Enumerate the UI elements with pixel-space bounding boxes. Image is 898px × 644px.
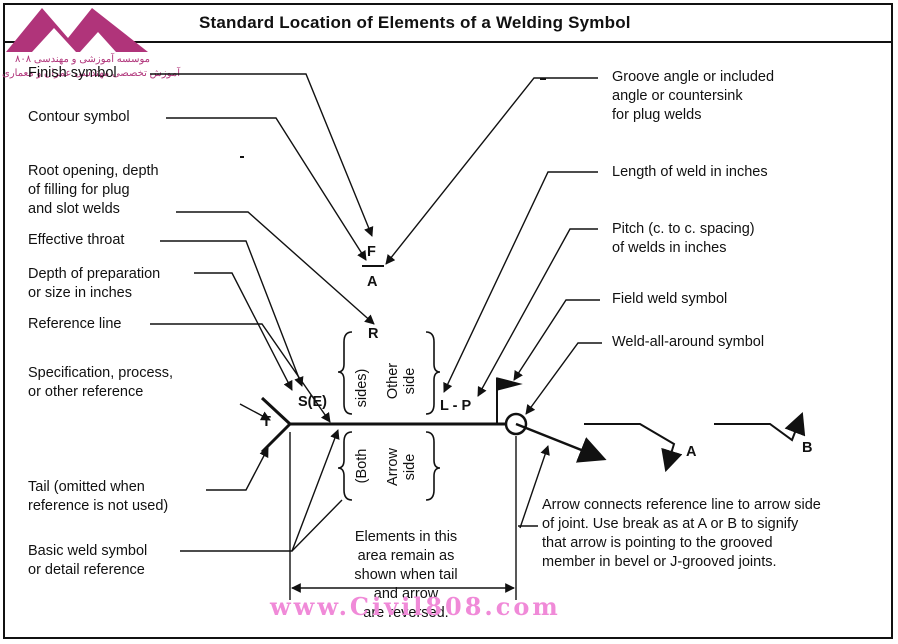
label-basic-weld-symbol: Basic weld symbol or detail reference	[28, 543, 148, 578]
title-bar: Standard Location of Elements of a Weldi…	[3, 3, 893, 43]
leader-field	[513, 299, 600, 381]
symbol-SE: S(E)	[298, 394, 327, 410]
label-contour-symbol: Contour symbol	[28, 109, 130, 125]
rotated-other-side: Other side	[385, 362, 418, 400]
symbol-A-top: A	[367, 274, 378, 290]
center-note: Elements in this area remain as shown wh…	[354, 529, 458, 621]
logo: موسسه آموزشی و مهندسی ۸۰۸ آموزش تخصصی مه…	[2, 2, 180, 92]
leader-length	[443, 171, 598, 393]
leader-pitch	[477, 228, 598, 397]
leader-specification	[239, 403, 271, 421]
arrow-line	[515, 422, 607, 463]
logo-line-1: موسسه آموزشی و مهندسی ۸۰۸	[14, 54, 150, 65]
label-length-of-weld: Length of weld in inches	[612, 164, 768, 180]
brace-top-left	[337, 331, 353, 415]
leader-depth	[194, 272, 293, 391]
speck-1	[240, 156, 244, 158]
symbol-F: F	[367, 244, 376, 260]
leader-tail	[206, 447, 269, 491]
symbol-break-A: A	[686, 444, 697, 460]
diagram-frame	[3, 3, 893, 639]
leader-all-around	[525, 342, 602, 415]
leader-contour	[166, 117, 367, 261]
weld-all-around-circle	[504, 412, 528, 436]
rotated-arrow-side: Arrow side	[385, 448, 418, 486]
label-weld-all-around: Weld-all-around symbol	[612, 334, 765, 350]
brace-bottom-left	[337, 431, 353, 501]
label-specification: Specification, process, or other referen…	[28, 365, 174, 400]
label-finish-symbol: Finish symbol	[28, 65, 117, 81]
leader-arrow-note-up	[519, 445, 550, 529]
leader-throat	[160, 240, 304, 387]
logo-line-2: آموزش تخصصی مهندسی عمران و معماری	[2, 68, 180, 79]
label-tail: Tail (omitted when reference is not used…	[28, 479, 169, 514]
leader-basic-b	[291, 499, 343, 552]
symbol-break-B: B	[802, 440, 813, 456]
logo-icon	[6, 8, 148, 52]
watermark: www.Civil808.com	[270, 592, 561, 621]
label-effective-throat: Effective throat	[28, 232, 125, 248]
speck-2	[540, 78, 546, 80]
label-root-opening: Root opening, depth of filling for plug …	[28, 163, 159, 217]
label-field-weld-symbol: Field weld symbol	[612, 291, 728, 307]
arrow-note: Arrow connects reference line to arrow s…	[542, 497, 821, 570]
label-groove-angle: Groove angle or included angle or counte…	[612, 69, 775, 123]
break-a-line	[584, 423, 683, 473]
label-pitch: Pitch (c. to c. spacing) of welds in inc…	[612, 221, 755, 256]
symbol-R: R	[368, 326, 379, 342]
tail-upper	[260, 396, 292, 426]
leader-groove	[385, 77, 598, 265]
rotated-sides: sides)	[354, 368, 370, 408]
symbol-T: T	[262, 414, 271, 430]
brace-bottom-right	[425, 431, 441, 501]
symbol-LP: L - P	[440, 398, 472, 414]
label-reference-line: Reference line	[28, 316, 122, 332]
break-b-line	[714, 411, 806, 442]
brace-top-right	[425, 331, 441, 415]
leader-root	[176, 211, 375, 325]
diagram-title: Standard Location of Elements of a Weldi…	[199, 13, 631, 32]
leader-reference-line	[150, 323, 331, 423]
rotated-both: (Both	[354, 448, 370, 484]
leader-finish	[150, 73, 374, 237]
label-depth-of-preparation: Depth of preparation or size in inches	[28, 266, 161, 301]
field-weld-flag	[496, 377, 523, 391]
